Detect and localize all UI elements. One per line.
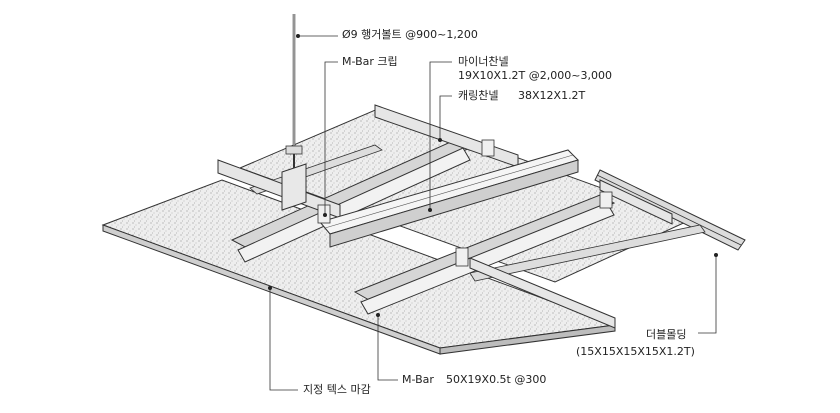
label-carrying-channel-spec: 38X12X1.2T (518, 89, 586, 102)
label-hanger-bolt: Ø9 행거볼트 @900~1,200 (342, 28, 478, 41)
mbar-clips (317, 139, 613, 267)
double-molding-edge (596, 174, 742, 246)
label-minor-channel: 마이너찬넬 (458, 55, 509, 68)
label-tex-finish: 지정 텍스 마감 (303, 383, 371, 396)
label-double-molding-spec: (15X15X15X15X1.2T) (576, 345, 695, 358)
label-mbar-clip: M-Bar 크립 (342, 55, 398, 68)
double-molding (594, 169, 746, 251)
hanger-bolt (281, 14, 307, 211)
board-edge-side (439, 324, 616, 355)
carrying-channel (319, 149, 579, 248)
label-double-molding: 더블몰딩 (646, 328, 687, 341)
leader-lines (269, 35, 717, 391)
label-mbar-spec: 50X19X0.5t @300 (446, 373, 547, 386)
label-mbar: M-Bar (402, 373, 434, 386)
label-minor-channel-spec: 19X10X1.2T @2,000~3,000 (458, 69, 612, 82)
label-carrying-channel: 캐링찬넬 (458, 89, 499, 102)
leader-dots (268, 34, 718, 317)
